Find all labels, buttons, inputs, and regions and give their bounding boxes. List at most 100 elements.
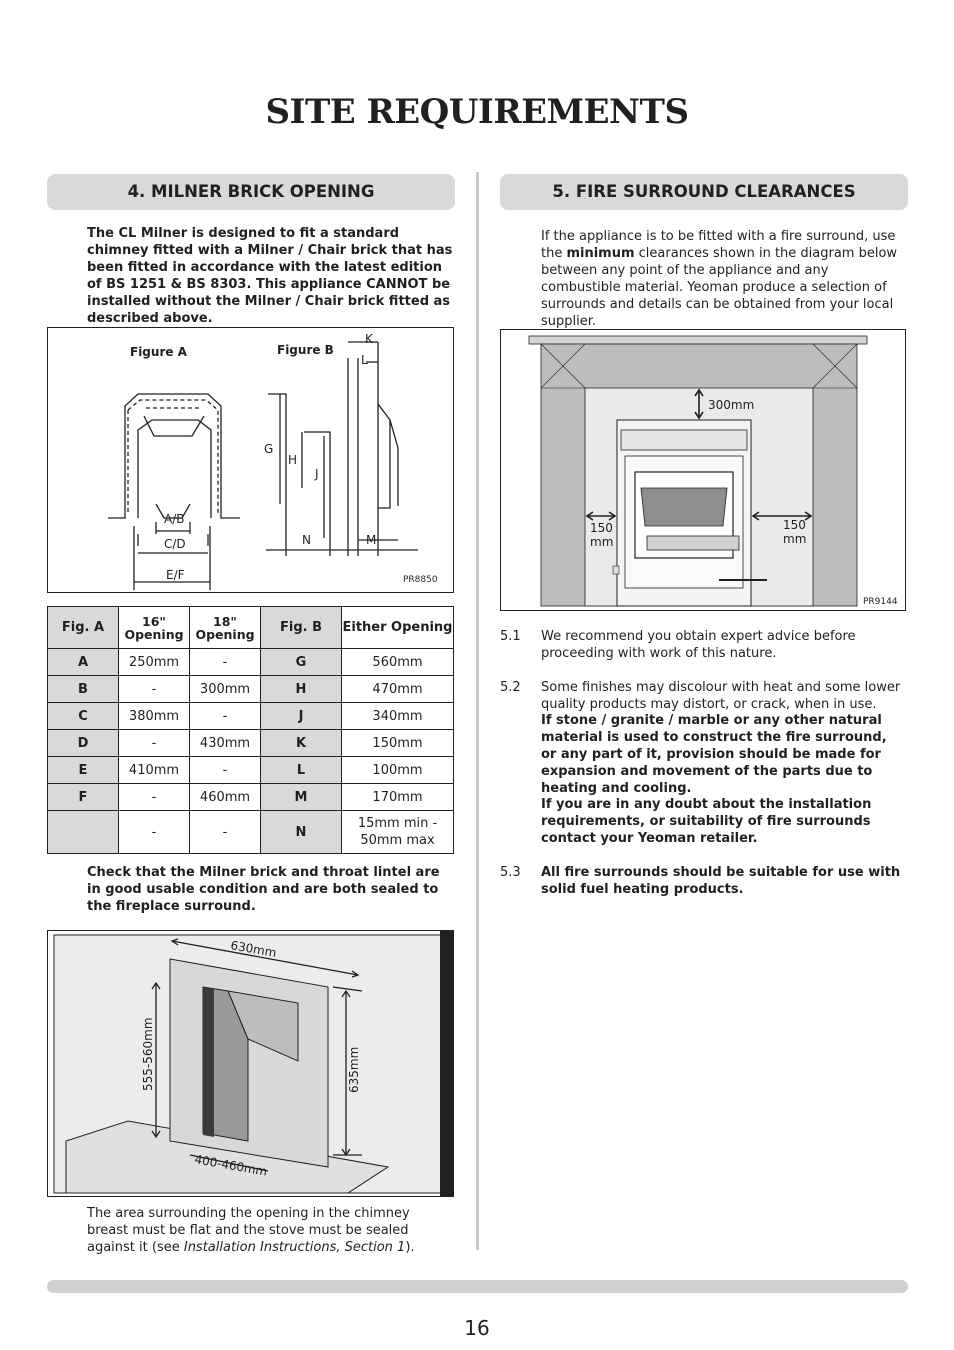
item-bold-text: If you are in any doubt about the instal… — [541, 797, 872, 846]
table-row: C 380mm - J 340mm — [47, 702, 454, 730]
table-cell: - — [189, 756, 261, 784]
table-row: A 250mm - G 560mm — [47, 648, 454, 676]
item-text: We recommend you obtain expert advice be… — [541, 629, 856, 661]
surround-intro: If the appliance is to be fitted with a … — [541, 228, 907, 330]
svg-text:J: J — [314, 467, 319, 481]
check-text: Check that the Milner brick and throat l… — [87, 865, 440, 914]
table-cell: 100mm — [341, 756, 454, 784]
closing-text-part: ). — [405, 1240, 415, 1255]
table-cell: L — [260, 756, 342, 784]
dim-height-left: 555-560mm — [141, 1017, 155, 1091]
figure-a-label: Figure A — [130, 345, 188, 359]
table-cell: 15mm min - 50mm max — [341, 810, 454, 854]
table-cell: - — [118, 675, 190, 703]
table-cell: - — [189, 810, 261, 854]
closing-text: The area surrounding the opening in the … — [87, 1205, 447, 1256]
item-bold-text: All fire surrounds should be suitable fo… — [541, 865, 901, 897]
page-number: 16 — [464, 1316, 490, 1340]
svg-text:L: L — [361, 353, 368, 367]
milner-brick-diagram: Figure A Figure B A/B C/D E/F — [80, 332, 438, 590]
svg-text:G: G — [264, 442, 273, 456]
table-row: F - 460mm M 170mm — [47, 783, 454, 811]
item-number: 5.3 — [500, 865, 521, 880]
svg-text:H: H — [288, 453, 297, 467]
table-cell: 170mm — [341, 783, 454, 811]
section-heading-surround: 5. FIRE SURROUND CLEARANCES — [500, 174, 908, 210]
table-cell: - — [189, 702, 261, 730]
table-cell: 560mm — [341, 648, 454, 676]
svg-text:E/F: E/F — [166, 568, 185, 582]
intro-bold: minimum — [566, 246, 635, 261]
table-row: - - N 15mm min - 50mm max — [47, 810, 454, 854]
table-cell: - — [118, 783, 190, 811]
item-number: 5.2 — [500, 680, 521, 695]
section-heading-milner: 4. MILNER BRICK OPENING — [47, 174, 455, 210]
table-header: Either Opening — [341, 606, 454, 649]
dim-height-right: 635mm — [347, 1047, 361, 1093]
surround-figure-ref: PR9144 — [863, 597, 898, 607]
dimensions-table: Fig. A 16" Opening 18" Opening Fig. B Ei… — [47, 606, 454, 854]
table-cell: 470mm — [341, 675, 454, 703]
top-clearance-label: 300mm — [708, 398, 754, 412]
table-cell: F — [47, 783, 119, 811]
table-header: 16" Opening — [118, 606, 190, 649]
table-cell: D — [47, 729, 119, 757]
svg-text:M: M — [366, 533, 376, 547]
left-clearance-value: 150 — [590, 521, 613, 535]
item-text: Some finishes may discolour with heat an… — [541, 680, 901, 712]
item-number: 5.1 — [500, 629, 521, 644]
table-cell: C — [47, 702, 119, 730]
table-cell: G — [260, 648, 342, 676]
table-cell: 410mm — [118, 756, 190, 784]
table-row: B - 300mm H 470mm — [47, 675, 454, 703]
table-cell: 460mm — [189, 783, 261, 811]
right-clearance-unit: mm — [783, 532, 806, 546]
fire-surround-diagram: 300mm 150 mm 150 mm PR9144 — [528, 335, 903, 607]
opening-figure-box: 630mm 555-560mm 635mm 400-460mm — [47, 930, 454, 1197]
svg-text:C/D: C/D — [164, 537, 186, 551]
table-header: Fig. B — [260, 606, 342, 649]
table-cell: 340mm — [341, 702, 454, 730]
table-cell: J — [260, 702, 342, 730]
table-cell: 300mm — [189, 675, 261, 703]
table-cell — [47, 810, 119, 854]
table-cell: E — [47, 756, 119, 784]
right-clearance-value: 150 — [783, 518, 806, 532]
table-cell: - — [118, 729, 190, 757]
footer-bar — [47, 1280, 908, 1293]
svg-text:A/B: A/B — [164, 512, 184, 526]
table-header: Fig. A — [47, 606, 119, 649]
column-divider — [476, 172, 479, 1250]
milner-intro: The CL Milner is designed to fit a stand… — [87, 226, 453, 326]
table-cell: 150mm — [341, 729, 454, 757]
intro-part: clearances shown in the diagram below be… — [541, 246, 898, 329]
figure-b-label: Figure B — [277, 343, 334, 357]
svg-text:N: N — [302, 533, 311, 547]
table-cell: N — [260, 810, 342, 854]
table-cell: - — [118, 810, 190, 854]
table-cell: K — [260, 729, 342, 757]
page-title: SITE REQUIREMENTS — [265, 92, 689, 132]
figure-ab-box: Figure A Figure B A/B C/D E/F — [47, 327, 454, 593]
table-cell: A — [47, 648, 119, 676]
table-cell: 380mm — [118, 702, 190, 730]
table-cell: M — [260, 783, 342, 811]
table-cell: 430mm — [189, 729, 261, 757]
item-bold-text: If stone / granite / marble or any other… — [541, 713, 887, 796]
figure-ab-ref: PR8850 — [403, 575, 438, 585]
table-row: E 410mm - L 100mm — [47, 756, 454, 784]
left-clearance-unit: mm — [590, 535, 613, 549]
svg-text:K: K — [365, 332, 374, 346]
table-cell: B — [47, 675, 119, 703]
surround-figure-box: 300mm 150 mm 150 mm PR9144 — [500, 329, 906, 611]
table-cell: 250mm — [118, 648, 190, 676]
closing-text-italic: Installation Instructions, Section 1 — [183, 1240, 406, 1255]
closing-text-part: The area surrounding the opening in the … — [87, 1206, 410, 1255]
fireplace-opening-diagram: 630mm 555-560mm 635mm 400-460mm — [53, 931, 453, 1196]
table-cell: H — [260, 675, 342, 703]
intro-part: If the appliance is to be fitted with a … — [541, 229, 896, 261]
table-row: D - 430mm K 150mm — [47, 729, 454, 757]
table-header-row: Fig. A 16" Opening 18" Opening Fig. B Ei… — [47, 606, 454, 649]
table-cell: - — [189, 648, 261, 676]
table-header: 18" Opening — [189, 606, 261, 649]
